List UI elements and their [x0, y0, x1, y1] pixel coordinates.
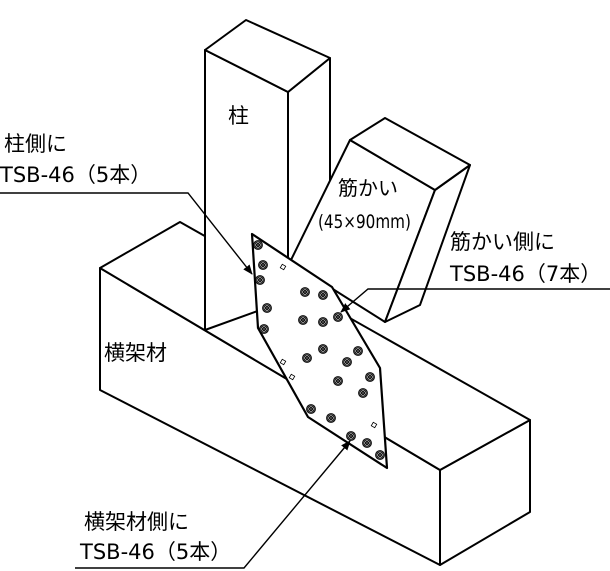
- screw: [362, 438, 372, 448]
- beam-side-title: 横架材側に: [84, 510, 189, 534]
- brace-label: 筋かい: [338, 176, 398, 200]
- screw: [326, 413, 336, 423]
- column-side-title: 柱側に: [4, 132, 67, 156]
- brace-side-spec: TSB-46（7本）: [450, 262, 602, 286]
- diagonal-brace: [289, 117, 471, 323]
- screw: [253, 240, 263, 250]
- beam-side-spec: TSB-46（5本）: [80, 540, 232, 564]
- column-label: 柱: [228, 104, 249, 128]
- screw: [306, 404, 316, 414]
- screw: [346, 431, 356, 441]
- screw: [333, 376, 343, 386]
- screw: [298, 315, 308, 325]
- nail-hole: [288, 373, 296, 381]
- column-side-spec: TSB-46（5本）: [0, 163, 152, 187]
- leader-brace: [340, 288, 610, 313]
- brace-side-title: 筋かい側に: [450, 230, 555, 254]
- screw: [318, 344, 328, 354]
- nail-hole: [370, 421, 378, 429]
- screw: [333, 312, 343, 322]
- holes: [279, 263, 378, 429]
- screw: [302, 353, 312, 363]
- beam-label: 横架材: [104, 341, 167, 365]
- brace-size: (45×90mm): [318, 211, 411, 233]
- screw: [358, 388, 368, 398]
- nail-hole: [279, 263, 287, 271]
- leader-column: [0, 192, 253, 275]
- leader-beam: [75, 440, 351, 569]
- screw: [255, 275, 265, 285]
- screw: [318, 317, 328, 327]
- screw: [353, 346, 363, 356]
- screw: [258, 260, 268, 270]
- nail-hole: [279, 358, 287, 366]
- screw: [262, 303, 272, 313]
- screw: [375, 450, 385, 460]
- screw: [318, 290, 328, 300]
- screw: [300, 287, 310, 297]
- screws: [253, 240, 385, 460]
- screw: [259, 324, 269, 334]
- screw: [342, 357, 352, 367]
- screw: [365, 372, 375, 382]
